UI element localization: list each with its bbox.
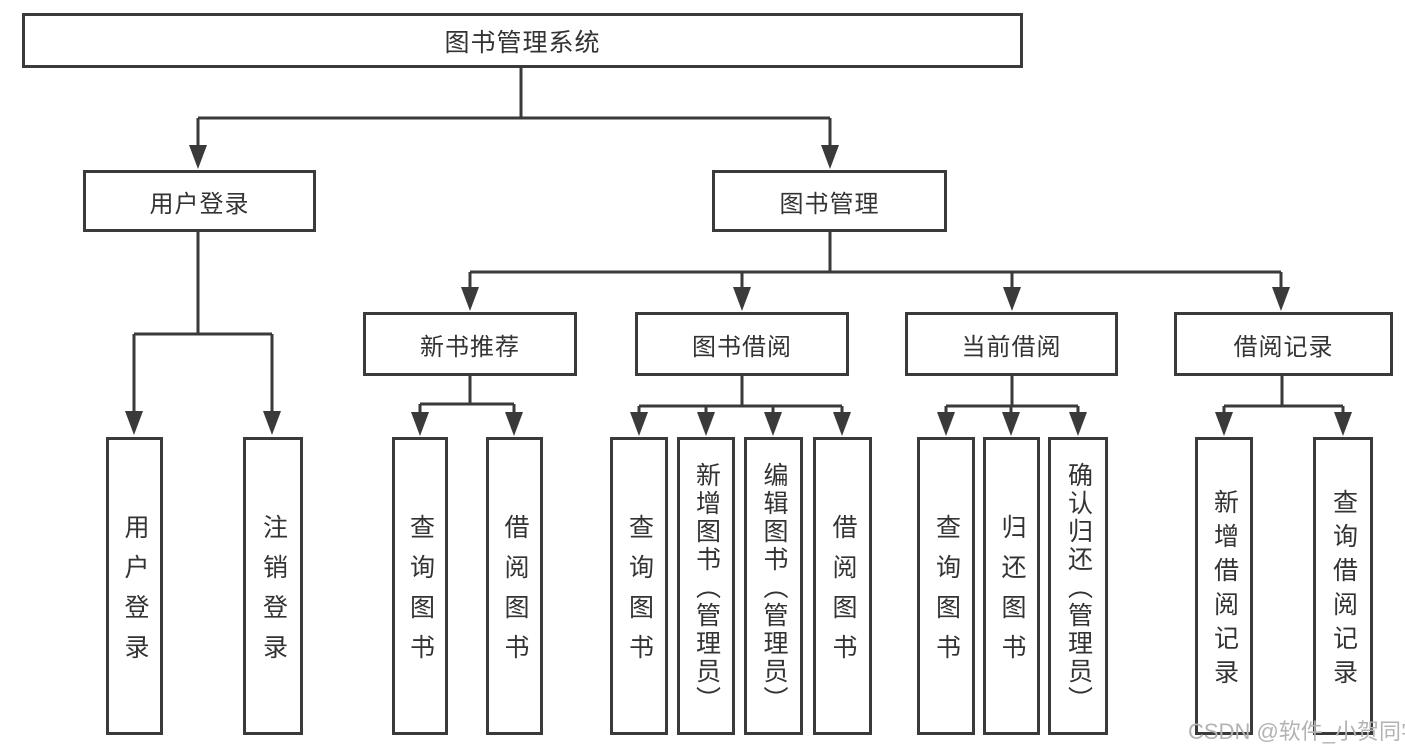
leaf-logout-label: 注销登录 (259, 513, 288, 674)
node-user-login: 用户登录 (83, 170, 316, 232)
leaf-return-books-label: 归还图书 (998, 513, 1026, 674)
connector-book-management-to-level3 (468, 232, 1283, 290)
leaf-user-login: 用户登录 (106, 437, 163, 735)
arrowheads-level3 (461, 287, 1290, 311)
arrowheads-book-borrow (630, 412, 851, 436)
node-current-borrow-label: 当前借阅 (961, 333, 1062, 361)
leaf-query-books-current-label: 查询图书 (932, 513, 961, 674)
node-book-borrow: 图书借阅 (635, 312, 849, 376)
connector-new-book-recommend-leaves (418, 376, 516, 414)
leaf-edit-books-admin: 编辑图书（管理员） (744, 437, 803, 735)
leaf-confirm-return-admin-label: 确认归还（管理员） (1064, 461, 1093, 714)
node-root-label: 图书管理系统 (444, 28, 601, 57)
connector-book-borrow-leaves (637, 376, 844, 414)
leaf-query-books-borrow: 查询图书 (610, 437, 668, 735)
leaf-query-books-recommend: 查询图书 (392, 437, 448, 735)
node-new-book-recommend: 新书推荐 (363, 312, 577, 376)
leaf-confirm-return-admin: 确认归还（管理员） (1048, 437, 1108, 735)
node-book-management-label: 图书管理 (779, 190, 880, 218)
leaf-query-books-current: 查询图书 (917, 437, 975, 735)
node-book-borrow-label: 图书借阅 (692, 333, 792, 361)
arrowheads-borrow-records (1215, 412, 1352, 436)
csdn-watermark: CSDN @软件_小贺同学 (1188, 719, 1405, 744)
node-root: 图书管理系统 (22, 13, 1023, 68)
leaf-borrow-books-label: 借阅图书 (829, 513, 857, 674)
node-new-book-recommend-label: 新书推荐 (420, 333, 520, 361)
leaf-user-login-label: 用户登录 (121, 513, 149, 674)
arrowheads-user-login-leaves (125, 411, 281, 435)
leaf-edit-books-admin-label: 编辑图书（管理员） (760, 461, 788, 714)
node-borrow-records: 借阅记录 (1174, 312, 1393, 376)
arrowheads-current-borrow (937, 412, 1087, 436)
leaf-query-books-borrow-label: 查询图书 (625, 513, 654, 674)
connector-borrow-records-leaves (1222, 376, 1345, 414)
leaf-add-borrow-record-label: 新增借阅记录 (1210, 488, 1239, 693)
leaf-add-borrow-record: 新增借阅记录 (1195, 437, 1253, 735)
arrowheads-level2 (189, 145, 839, 169)
leaf-return-books: 归还图书 (983, 437, 1040, 735)
leaf-query-borrow-record-label: 查询借阅记录 (1329, 488, 1358, 693)
leaf-borrow-books-recommend: 借阅图书 (486, 437, 543, 735)
leaf-add-books-admin-label: 新增图书（管理员） (692, 461, 721, 714)
node-user-login-label: 用户登录 (149, 190, 250, 218)
leaf-borrow-books-recommend-label: 借阅图书 (501, 513, 529, 674)
connector-root-to-level2 (196, 68, 832, 148)
node-book-management: 图书管理 (712, 170, 947, 232)
leaf-logout: 注销登录 (243, 437, 303, 735)
connector-user-login-to-leaves (132, 232, 274, 414)
node-current-borrow: 当前借阅 (905, 312, 1118, 376)
connector-current-borrow-leaves (944, 376, 1080, 414)
leaf-query-borrow-record: 查询借阅记录 (1313, 437, 1373, 735)
leaf-query-books-recommend-label: 查询图书 (406, 513, 435, 674)
leaf-add-books-admin: 新增图书（管理员） (677, 437, 735, 735)
node-borrow-records-label: 借阅记录 (1233, 333, 1334, 361)
arrowheads-new-book-recommend (411, 412, 523, 436)
leaf-borrow-books: 借阅图书 (813, 437, 872, 735)
